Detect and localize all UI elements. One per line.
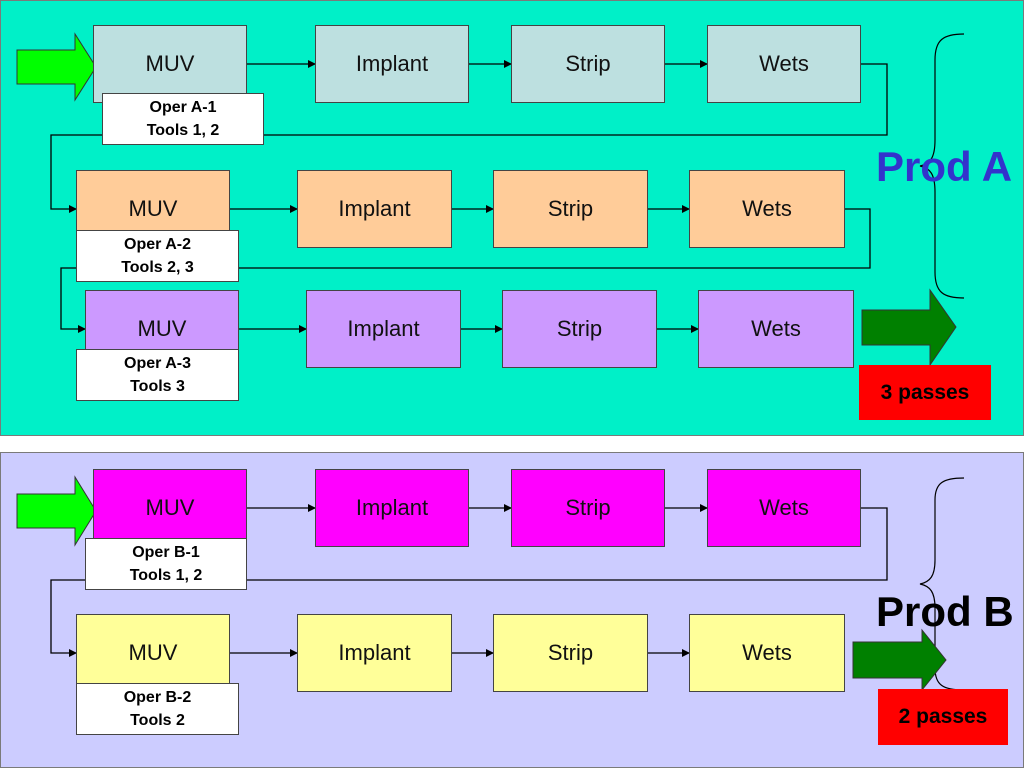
step-strip[interactable]: Strip [502, 290, 657, 368]
end-arrow-prod-b [852, 628, 947, 692]
operation-tools: Tools 1, 2 [129, 567, 203, 584]
step-muv[interactable]: MUV [93, 25, 247, 103]
step-implant[interactable]: Implant [315, 25, 469, 103]
operation-name: Oper B-1 [132, 544, 200, 561]
operation-label-a2: Oper A-2 Tools 2, 3 [76, 230, 239, 282]
step-wets[interactable]: Wets [698, 290, 854, 368]
step-muv[interactable]: MUV [93, 469, 247, 547]
prod-a-title: Prod A [876, 143, 1013, 190]
operation-label-b1: Oper B-1 Tools 1, 2 [85, 538, 247, 590]
curly-brace-prod-b [919, 477, 965, 691]
connectors-prod-a [50, 60, 888, 333]
row-return-connector [60, 208, 871, 333]
step-strip[interactable]: Strip [493, 614, 648, 692]
step-wets[interactable]: Wets [707, 25, 861, 103]
operation-label-b2: Oper B-2 Tools 2 [76, 683, 239, 735]
step-strip[interactable]: Strip [511, 25, 665, 103]
start-arrow-prod-a [16, 32, 97, 102]
step-implant[interactable]: Implant [315, 469, 469, 547]
step-wets[interactable]: Wets [689, 170, 845, 248]
passes-badge-prod-a: 3 passes [859, 365, 991, 420]
operation-name: Oper B-2 [123, 689, 192, 706]
step-muv[interactable]: MUV [76, 614, 230, 692]
row-return-connector [50, 63, 888, 213]
prod-b-title: Prod B [876, 588, 1014, 635]
operation-label-a1: Oper A-1 Tools 1, 2 [102, 93, 264, 145]
connectors-prod-b [50, 504, 888, 657]
operation-tools: Tools 1, 2 [146, 122, 220, 139]
step-wets[interactable]: Wets [689, 614, 845, 692]
row-return-connector [50, 507, 888, 657]
start-arrow-prod-b [16, 475, 97, 547]
curly-brace-prod-a [919, 33, 965, 299]
step-implant[interactable]: Implant [306, 290, 461, 368]
operation-name: Oper A-3 [124, 355, 191, 372]
end-arrow-prod-a [861, 288, 957, 367]
step-strip[interactable]: Strip [493, 170, 648, 248]
operation-tools: Tools 2 [130, 712, 185, 729]
passes-badge-prod-b: 2 passes [878, 689, 1008, 745]
operation-tools: Tools 2, 3 [121, 259, 194, 276]
operation-tools: Tools 3 [130, 378, 185, 395]
step-implant[interactable]: Implant [297, 614, 452, 692]
step-wets[interactable]: Wets [707, 469, 861, 547]
operation-label-a3: Oper A-3 Tools 3 [76, 349, 239, 401]
operation-name: Oper A-2 [124, 236, 191, 253]
step-implant[interactable]: Implant [297, 170, 452, 248]
step-strip[interactable]: Strip [511, 469, 665, 547]
operation-name: Oper A-1 [149, 99, 217, 116]
